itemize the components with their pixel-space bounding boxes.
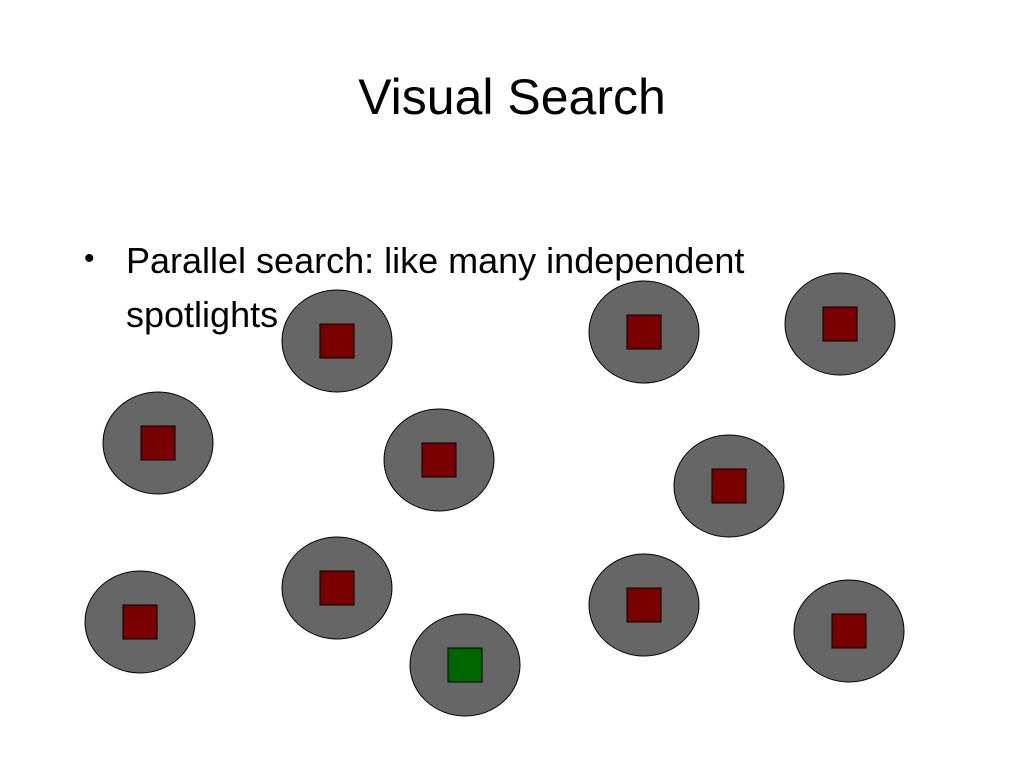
distractor-square: [822, 306, 858, 342]
spotlight: [784, 272, 896, 376]
target-spotlight: [409, 613, 521, 717]
spotlight: [281, 536, 393, 640]
bullet-dot-icon: •: [84, 242, 95, 275]
distractor-square: [421, 442, 457, 478]
spotlight: [793, 579, 905, 683]
bullet-list: • Parallel search: like many independent…: [84, 234, 884, 342]
target-square: [447, 647, 483, 683]
spotlight: [673, 434, 785, 538]
spotlight: [84, 570, 196, 674]
spotlight: [102, 391, 214, 495]
distractor-square: [831, 613, 867, 649]
bullet-item: • Parallel search: like many independent…: [84, 234, 884, 342]
spotlight: [588, 553, 700, 657]
spotlight: [588, 280, 700, 384]
bullet-text: Parallel search: like many independent s…: [126, 240, 745, 335]
distractor-square: [140, 425, 176, 461]
distractor-square: [319, 570, 355, 606]
distractor-square: [626, 587, 662, 623]
distractor-square: [122, 604, 158, 640]
slide-title: Visual Search: [358, 69, 666, 125]
distractor-square: [319, 323, 355, 359]
distractor-square: [711, 468, 747, 504]
distractor-square: [626, 314, 662, 350]
spotlight: [281, 289, 393, 393]
spotlight: [383, 408, 495, 512]
